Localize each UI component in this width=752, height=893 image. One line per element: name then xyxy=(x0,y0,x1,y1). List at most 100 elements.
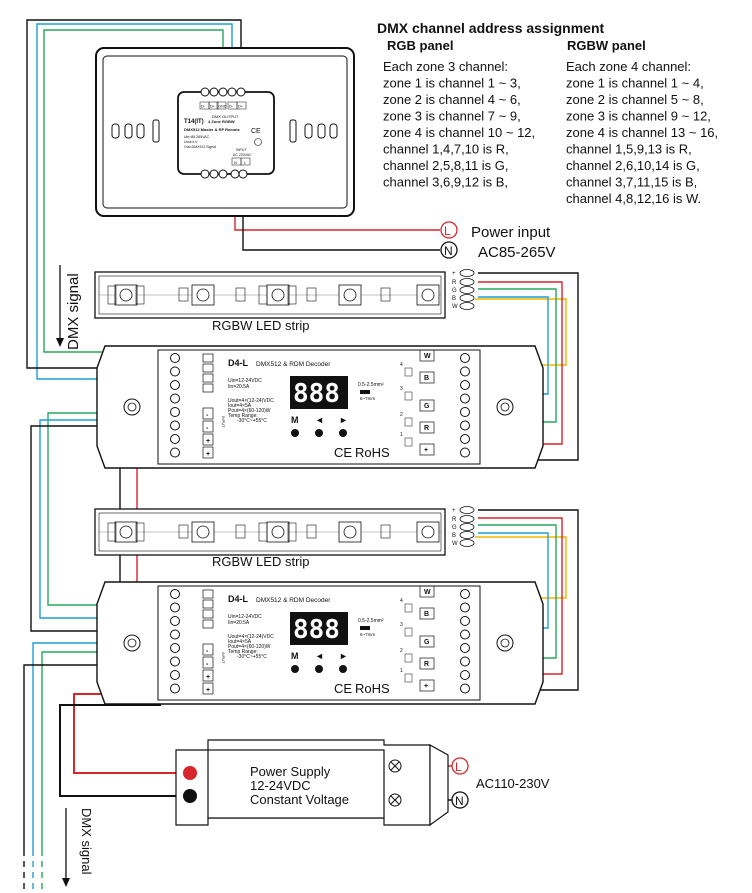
panel-input-l: L xyxy=(244,160,247,165)
assignment-line: zone 4 is channel 10 ~ 12, xyxy=(383,125,535,140)
decoder-input-terminal xyxy=(170,407,180,417)
psu-line-2: 12-24VDC xyxy=(250,778,311,793)
strip-pin-label: W xyxy=(452,541,458,547)
decoder-output-pin: W xyxy=(424,589,431,596)
decoder-input-terminal xyxy=(170,589,180,599)
decoder-input-terminal xyxy=(170,447,180,458)
led-strip-2-label: RGBW LED strip xyxy=(212,554,310,569)
decoder-temp-val: -30°C~+55°C xyxy=(237,418,267,424)
led-strip-1: +RGBW xyxy=(94,269,475,319)
decoder-button[interactable] xyxy=(339,429,347,437)
decoder-input-terminal xyxy=(170,602,180,613)
decoder-display-text: 888 xyxy=(293,379,340,409)
power-input-l: L xyxy=(444,224,451,238)
power-supply: Power Supply 12-24VDC Constant Voltage L… xyxy=(175,739,550,827)
decoder-input-terminal xyxy=(170,434,180,444)
psu-line-1: Power Supply xyxy=(250,764,331,779)
decoder-button[interactable] xyxy=(291,429,299,437)
decoder-rohs: RoHS xyxy=(355,681,390,696)
decoder-input-sign: + xyxy=(206,674,210,681)
decoder-input-sign: - xyxy=(206,425,209,432)
decoder-input-label: INPUT xyxy=(221,416,225,428)
decoder-input-sign: - xyxy=(206,648,209,655)
assignment-line: zone 3 is channel 9 ~ 12, xyxy=(566,109,711,124)
decoder-output-terminal xyxy=(460,643,470,653)
panel-dmx-output-label: DMX OUTPUT xyxy=(212,114,239,119)
svg-text:3: 3 xyxy=(400,622,403,628)
decoder-input-sign: - xyxy=(206,661,209,668)
strip-pin-label: G xyxy=(452,288,457,294)
decoder-output-pin: B xyxy=(424,375,429,382)
decoder-iout: Iout=4×5A xyxy=(228,639,252,645)
dmx-signal-top: DMX signal xyxy=(56,265,82,350)
panel-pin-label: GND xyxy=(218,105,227,109)
strip-pad xyxy=(459,539,475,547)
decoder-button[interactable] xyxy=(315,665,323,673)
panel-pin-box xyxy=(236,101,247,110)
power-input: L N Power input AC85-265V xyxy=(440,221,556,261)
strip-pad xyxy=(459,278,475,286)
decoder-input-terminal xyxy=(170,629,180,640)
decoder-wire-size: 0.5-2.5mm² xyxy=(358,618,384,624)
psu-n: N xyxy=(455,794,464,808)
decoder-input-terminal xyxy=(170,616,180,626)
decoder-desc: DMX512 & RDM Decoder xyxy=(256,361,331,368)
strip-pin-label: W xyxy=(452,304,458,310)
decoder-button[interactable] xyxy=(339,665,347,673)
decoder-input-sign: + xyxy=(206,438,210,445)
decoder-output-terminal xyxy=(460,656,470,667)
decoder-button[interactable] xyxy=(291,665,299,673)
strip-pin-label: + xyxy=(452,508,456,514)
decoder-ce: CE xyxy=(334,445,352,460)
decoder-output-pin: + xyxy=(424,447,428,454)
panel-subtitle: 4 Zone RGBW xyxy=(208,119,235,124)
strip-pin-label: + xyxy=(452,271,456,277)
decoder-input-sign: + xyxy=(206,687,210,694)
decoder-output-terminal xyxy=(460,380,470,390)
decoder-iin: Iin=20.5A xyxy=(228,384,250,390)
strip-pad xyxy=(459,531,475,539)
strip-pin-label: R xyxy=(452,517,457,523)
led-chip xyxy=(416,284,440,306)
decoder-input-terminal xyxy=(170,656,180,667)
decoder-input-sign: - xyxy=(206,412,209,419)
svg-text:2: 2 xyxy=(400,648,403,654)
decoder-iout: Iout=4×5A xyxy=(228,403,252,409)
led-chip xyxy=(416,521,440,543)
decoder-input-terminal xyxy=(170,353,180,363)
decoder-button[interactable] xyxy=(315,429,323,437)
decoder-input-terminal xyxy=(170,670,180,680)
decoder-input-terminal xyxy=(170,366,180,377)
assignment-line: channel 1,5,9,13 is R, xyxy=(566,142,692,157)
decoder-output-terminal xyxy=(460,589,470,599)
assignment-line: Each zone 4 channel: xyxy=(566,59,691,74)
svg-text:1: 1 xyxy=(400,668,403,674)
decoder-output-pin: R xyxy=(424,661,429,668)
decoder-pout: Pout=4×(60-120)W xyxy=(228,644,271,650)
decoder-display xyxy=(290,376,348,409)
decoder-output-terminal xyxy=(460,420,470,431)
led-strip-1-label: RGBW LED strip xyxy=(212,318,310,333)
decoder-uin: Uin=12-24VDC xyxy=(228,614,262,620)
decoder-output-terminal xyxy=(460,602,470,613)
svg-text:1: 1 xyxy=(400,432,403,438)
psu-line-3: Constant Voltage xyxy=(250,792,349,807)
decoder-iin: Iin=20.5A xyxy=(228,620,250,626)
strip-pad xyxy=(459,506,475,514)
decoder-output-pin: W xyxy=(424,353,431,360)
decoder-model: D4-L xyxy=(228,594,249,604)
psu-l: L xyxy=(455,760,462,774)
panel-pin-label: D- xyxy=(229,105,234,109)
led-chip xyxy=(266,521,290,543)
panel-pin-box xyxy=(216,101,227,110)
power-input-label: Power input xyxy=(471,224,551,241)
rgbw-channel-list: Each zone 4 channel:zone 1 is channel 1 … xyxy=(566,59,718,206)
strip-pin-label: R xyxy=(452,280,457,286)
panel-pin-label: D+ xyxy=(210,105,216,109)
assignment-line: channel 1,4,7,10 is R, xyxy=(383,142,509,157)
decoder-output-terminal xyxy=(460,353,470,363)
led-chip xyxy=(191,521,215,543)
